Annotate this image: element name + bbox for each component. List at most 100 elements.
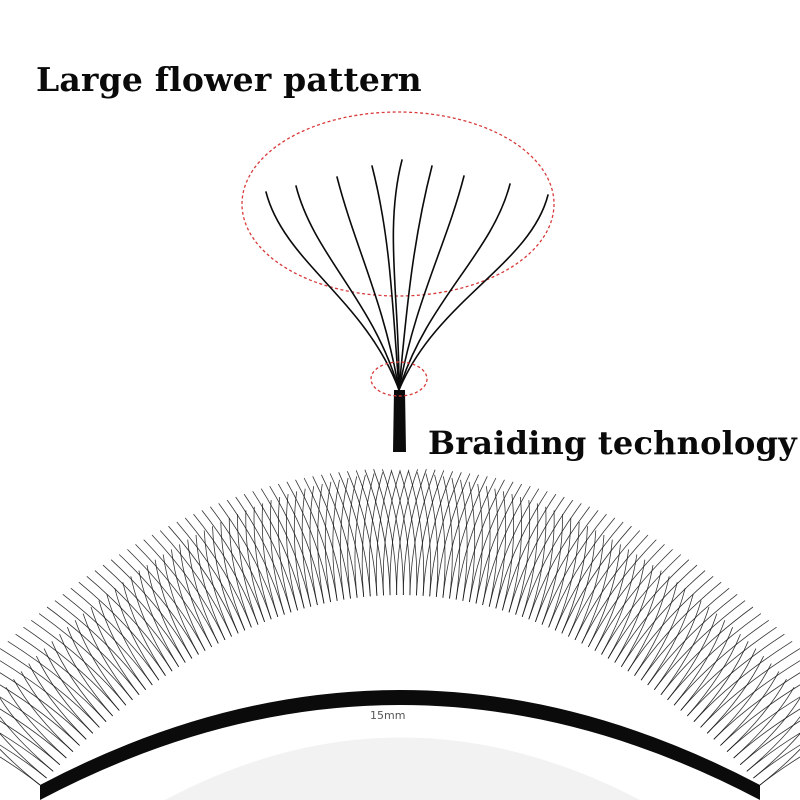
- strip-lash-fiber: [277, 483, 325, 604]
- strip-lash-fiber: [253, 506, 272, 620]
- strip-lash-fiber: [347, 471, 378, 596]
- fan-lash: [398, 165, 433, 391]
- fan-lash: [398, 183, 511, 391]
- strip-lash-fiber: [601, 554, 638, 655]
- strip-lash-fiber: [0, 748, 41, 786]
- strip-lash-fiber: [243, 493, 298, 611]
- strip-lash-fiber: [587, 544, 665, 648]
- strip-lash-fiber: [0, 744, 47, 779]
- strip-lash-fiber: [607, 559, 690, 659]
- strip-lash-fiber: [0, 672, 87, 740]
- strip-lash-fiber: [425, 473, 439, 597]
- strip-lash-fiber: [462, 479, 505, 601]
- strip-lash-fiber: [647, 594, 694, 686]
- strip-lash-fiber: [399, 470, 418, 596]
- strip-lash-fiber: [541, 513, 607, 625]
- strip-lash-fiber: [548, 517, 572, 628]
- strip-lash-fiber: [442, 474, 479, 598]
- strip-lash-fiber: [252, 491, 305, 609]
- strip-length-label: 15mm: [370, 709, 406, 722]
- strip-lash-fiber: [286, 481, 331, 603]
- strip-lash-fiber: [339, 477, 349, 600]
- strip-lash-fiber: [114, 588, 160, 681]
- strip-lash-fiber: [389, 469, 410, 596]
- strip-lash-fiber: [508, 496, 523, 613]
- strip-lash-fiber: [614, 564, 698, 663]
- strip-lash-fiber: [535, 510, 555, 623]
- strip-lash-fiber: [548, 517, 616, 628]
- strip-lash-fiber: [502, 494, 515, 611]
- strip-lash-fiber: [442, 476, 453, 599]
- strip-lash-fiber: [382, 469, 404, 596]
- strip-lash-fiber: [0, 733, 47, 779]
- strip-lash-fiber: [235, 496, 292, 613]
- strip-lash-fiber: [673, 620, 726, 706]
- strip-lash-fiber: [317, 483, 325, 604]
- strip-lash-fiber: [74, 620, 127, 706]
- strip-lash-fiber: [753, 733, 800, 779]
- strip-lash-fiber: [594, 549, 673, 651]
- fan-lash: [392, 159, 403, 391]
- strip-lash-fiber: [521, 503, 539, 618]
- strip-lash-fiber: [460, 479, 468, 601]
- braiding-heading: Braiding technology: [428, 424, 797, 462]
- strip-lash-fiber: [110, 559, 193, 659]
- strip-lash-fiber: [106, 594, 153, 686]
- strip-lash-fiber: [0, 696, 74, 752]
- strip-lash-fiber: [373, 469, 398, 596]
- strip-lash-fiber: [309, 486, 318, 606]
- strip-lash-fiber: [209, 506, 272, 620]
- strip-lash-fiber: [488, 488, 499, 607]
- strip-lash-fiber: [653, 600, 702, 691]
- strip-lash-fiber: [594, 549, 629, 651]
- strip-lash-fiber: [574, 534, 649, 641]
- strip-lash-fiber: [54, 600, 147, 691]
- strip-lash-fiber: [0, 648, 100, 728]
- strip-lash-fiber: [515, 500, 531, 615]
- strip-lash-fiber: [338, 472, 371, 597]
- strip-lash-fiber: [303, 477, 345, 600]
- strip-lash-fiber: [759, 748, 800, 786]
- strip-lash-fiber: [301, 488, 312, 607]
- strip-lash-fiber: [434, 474, 446, 598]
- strip-lash-fiber: [482, 486, 491, 606]
- strip-lash-fiber: [429, 472, 462, 597]
- fan-lash: [398, 194, 549, 391]
- strip-lash-fiber: [203, 530, 232, 637]
- strip-lash-fiber: [435, 473, 471, 597]
- strip-lash-fiber: [515, 499, 574, 615]
- strip-lash-fiber: [321, 474, 358, 598]
- strip-lash-fiber: [355, 470, 384, 596]
- strip-lash-fiber: [660, 606, 754, 696]
- fan-lash: [265, 191, 400, 391]
- strip-lash-fiber: [193, 513, 259, 625]
- strip-lash-fiber: [753, 744, 800, 779]
- strip-lash-fiber: [620, 570, 662, 668]
- strip-lash-fiber: [127, 549, 206, 651]
- strip-lash-fiber: [449, 476, 488, 599]
- strip-lash-fiber: [502, 493, 557, 611]
- strip-lash-fiber: [495, 491, 507, 609]
- strip-lash-fiber: [495, 491, 548, 609]
- strip-lash-fiber: [568, 530, 597, 637]
- strip-lash-fiber: [561, 525, 632, 634]
- strip-lash-fiber: [212, 526, 239, 634]
- strip-lash-fiber: [554, 521, 580, 631]
- strip-lash-fiber: [468, 481, 476, 603]
- strip-lash-fiber: [237, 514, 259, 625]
- strip-lash-fiber: [159, 530, 232, 637]
- strip-lash-fiber: [634, 581, 722, 676]
- strip-lash-fiber: [607, 559, 646, 659]
- strip-lash-fiber: [469, 481, 514, 603]
- strip-lash-fiber: [574, 534, 605, 641]
- strip-lash-fiber: [455, 477, 497, 600]
- strip-lash-fiber: [130, 576, 173, 672]
- fan-lash: [371, 165, 400, 391]
- strip-lash-fiber: [261, 503, 279, 618]
- strip-lash-fiber: [409, 469, 436, 596]
- fan-lash: [295, 185, 400, 391]
- lash-stem: [393, 390, 406, 452]
- strip-lash-fiber: [15, 633, 114, 717]
- strip-lash-fiber: [581, 539, 657, 644]
- strip-lash-fiber: [706, 660, 800, 734]
